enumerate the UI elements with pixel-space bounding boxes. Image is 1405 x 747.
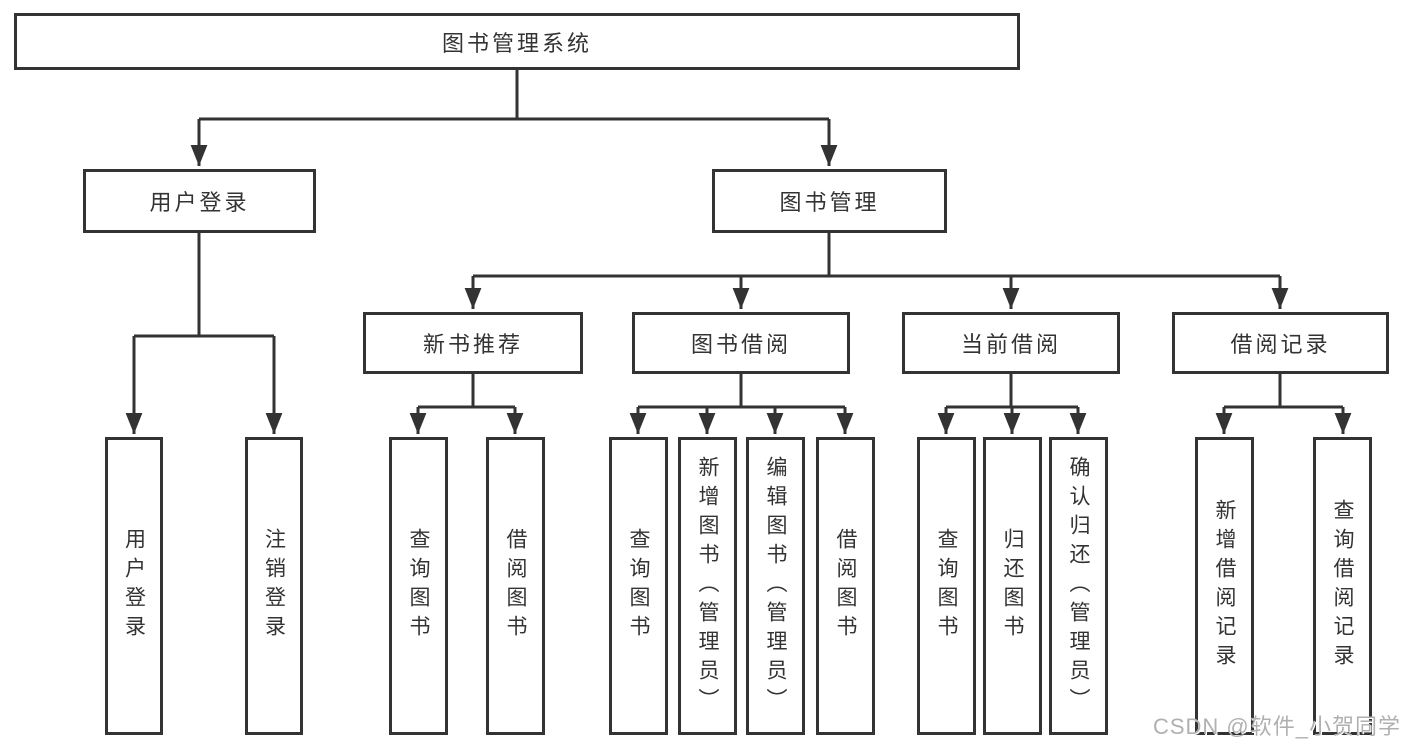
leaf-nbr-borrow-books: 借阅图书 <box>486 437 545 735</box>
leaf-logout-login: 注销登录 <box>245 437 303 735</box>
node-book-management: 图书管理 <box>712 169 947 233</box>
leaf-bb-edit-books-admin: 编辑图书（管理员） <box>746 437 805 735</box>
leaf-bb-borrow-books: 借阅图书 <box>816 437 875 735</box>
leaf-nbr-query-books: 查询图书 <box>389 437 448 735</box>
leaf-user-login: 用户登录 <box>105 437 163 735</box>
watermark: CSDN @软件_小贺同学 <box>1152 714 1401 739</box>
leaf-cb-query-books: 查询图书 <box>917 437 976 735</box>
leaf-br-add-borrow-record: 新增借阅记录 <box>1195 437 1254 735</box>
node-book-borrowing: 图书借阅 <box>632 312 850 374</box>
node-current-borrowing: 当前借阅 <box>902 312 1120 374</box>
leaf-bb-query-books: 查询图书 <box>609 437 668 735</box>
node-borrowing-records: 借阅记录 <box>1172 312 1389 374</box>
node-new-book-recommendation: 新书推荐 <box>363 312 583 374</box>
leaf-cb-return-books: 归还图书 <box>983 437 1042 735</box>
leaf-br-query-borrow-record: 查询借阅记录 <box>1313 437 1372 735</box>
leaf-cb-confirm-return-admin: 确认归还（管理员） <box>1049 437 1108 735</box>
node-root: 图书管理系统 <box>14 13 1020 70</box>
leaf-bb-add-books-admin: 新增图书（管理员） <box>678 437 737 735</box>
node-user-login: 用户登录 <box>83 169 316 233</box>
